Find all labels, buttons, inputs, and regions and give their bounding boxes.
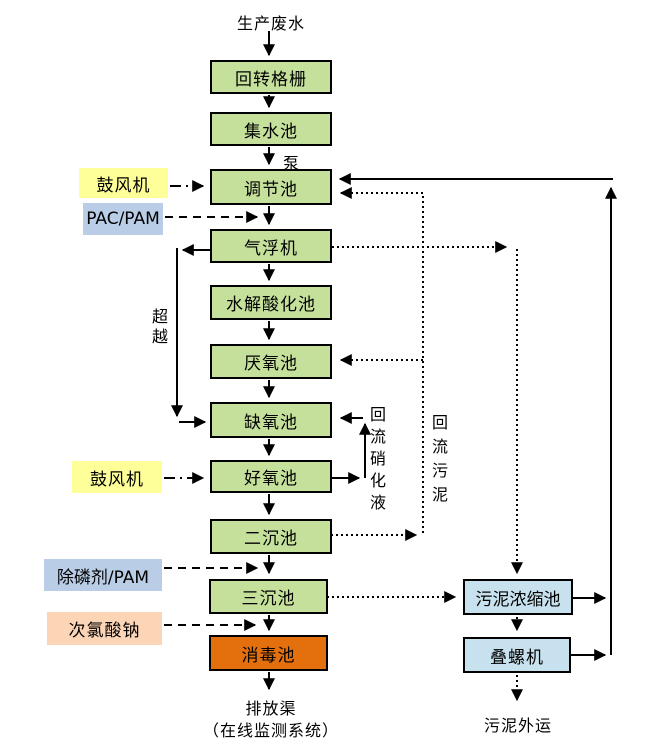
nitrified-return-label: 回流硝化液 bbox=[367, 406, 386, 516]
chem-sodium-hypochlorite: 次氯酸钠 bbox=[47, 612, 162, 645]
monitoring-label: （在线监测系统） bbox=[202, 721, 339, 740]
pump-label: 泵 bbox=[283, 154, 301, 173]
bypass-label: 超越 bbox=[149, 308, 168, 348]
node-aerobic-tank: 好氧池 bbox=[210, 460, 332, 493]
filtrate-return-line bbox=[338, 173, 617, 661]
chemical-dosing-lines bbox=[164, 211, 259, 631]
node-disinfection-tank: 消毒池 bbox=[209, 635, 328, 671]
node-anoxic-tank: 缺氧池 bbox=[210, 402, 332, 438]
node-secondary-sedimentation: 二沉池 bbox=[210, 519, 332, 554]
sludge-return-label: 回流污泥 bbox=[429, 414, 448, 510]
nitrified-return-line bbox=[332, 412, 371, 484]
discharge-label: 排放渠 bbox=[245, 699, 297, 718]
chem-pac-pam: PAC/PAM bbox=[83, 203, 163, 235]
node-regulation-tank: 调节池 bbox=[210, 169, 332, 205]
blower-lines bbox=[164, 180, 205, 484]
chem-blower-bottom: 鼓风机 bbox=[72, 461, 162, 493]
node-tertiary-sedimentation: 三沉池 bbox=[209, 579, 328, 614]
node-collection-tank: 集水池 bbox=[210, 112, 332, 146]
source-label: 生产废水 bbox=[236, 14, 305, 33]
node-screw-press: 叠螺机 bbox=[463, 637, 571, 673]
node-rotary-screen: 回转格栅 bbox=[210, 60, 332, 94]
chem-blower-top: 鼓风机 bbox=[79, 168, 168, 198]
sludge-out-label: 污泥外运 bbox=[483, 716, 552, 735]
node-anaerobic-tank: 厌氧池 bbox=[210, 344, 332, 379]
node-sludge-thickening-tank: 污泥浓缩池 bbox=[463, 579, 573, 615]
flotation-sludge-line bbox=[332, 241, 523, 575]
sludge-return-line bbox=[331, 187, 424, 541]
node-hydrolysis-tank: 水解酸化池 bbox=[210, 285, 332, 320]
chem-phosphorus-removal: 除磷剂/PAM bbox=[44, 559, 162, 591]
bypass-line bbox=[171, 244, 210, 428]
node-air-flotation: 气浮机 bbox=[210, 229, 332, 263]
